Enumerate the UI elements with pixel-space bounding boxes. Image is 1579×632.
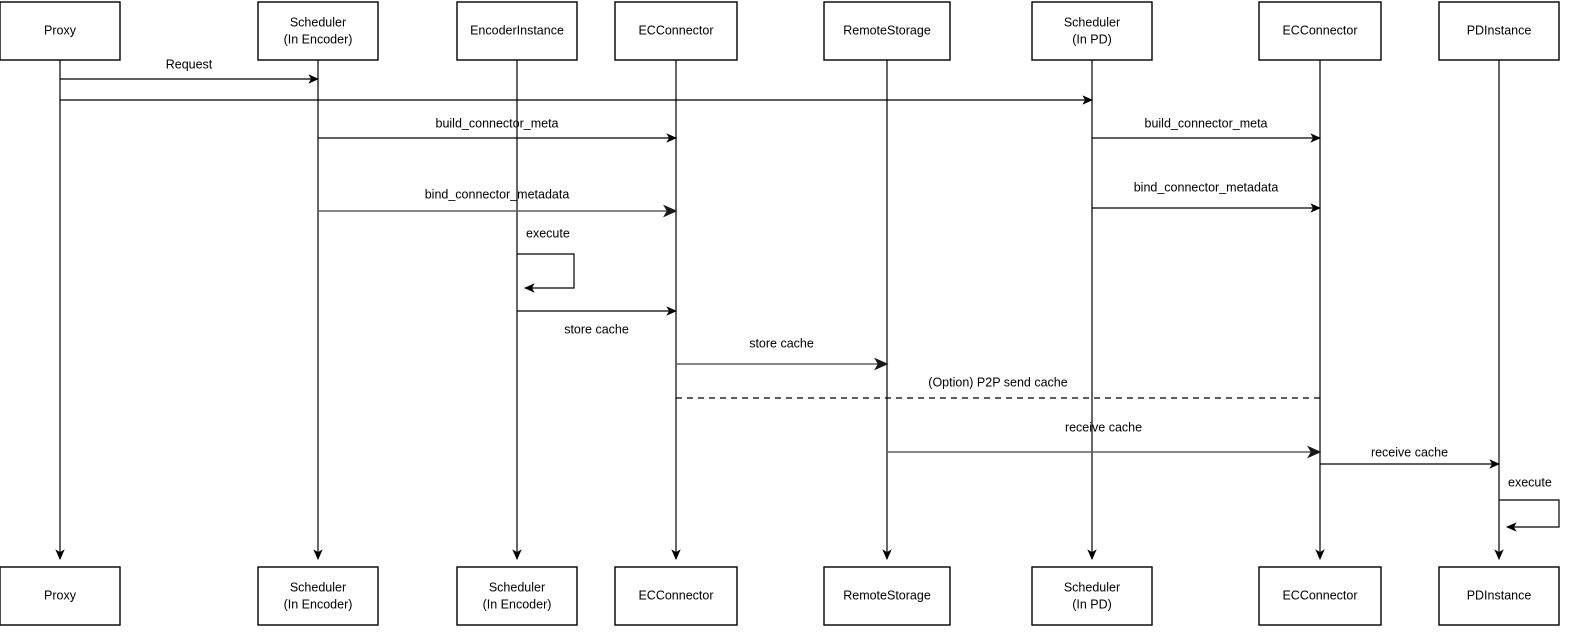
header-box-rect-pd_instance <box>1438 1 1560 61</box>
header-box-label-remote_storage: RemoteStorage <box>843 23 931 37</box>
footer-box-label-sched_encoder: Scheduler <box>290 580 346 594</box>
footer-box-rect-ec_connector_2 <box>1258 566 1382 626</box>
header-box-rect-proxy <box>0 1 121 61</box>
header-box-ec_connector_2[interactable]: ECConnector <box>1258 1 1382 61</box>
footer-box-label-sched_pd: Scheduler <box>1064 580 1120 594</box>
header-box-label-sched_encoder: Scheduler <box>290 15 346 29</box>
footer-box-label-pd_instance: PDInstance <box>1467 588 1532 602</box>
self-message-loop-s1 <box>517 253 575 293</box>
footer-box-pd_instance[interactable]: PDInstance <box>1438 566 1560 626</box>
footer-box-rect-remote_storage <box>823 566 951 626</box>
header-box-label-encoder_inst: EncoderInstance <box>470 23 564 37</box>
message-label-m3: build_connector_meta <box>436 116 559 130</box>
self-message-label-s1: execute <box>526 226 570 240</box>
messages-group: Request build_connector_meta build_connect… <box>60 57 1501 469</box>
footer-box-sublabel-sched_encoder: (In Encoder) <box>284 597 353 611</box>
header-box-sched_encoder[interactable]: Scheduler (In Encoder) <box>257 1 379 61</box>
self-message-loop-s2 <box>1499 499 1560 532</box>
footer-box-ec_connector_2[interactable]: ECConnector <box>1258 566 1382 626</box>
message-label-m9: (Option) P2P send cache <box>928 375 1067 389</box>
footer-box-label-encoder_inst: Scheduler <box>489 580 545 594</box>
header-box-label-ec_connector_1: ECConnector <box>638 23 713 37</box>
header-box-label-sched_pd: Scheduler <box>1064 15 1120 29</box>
self-message-label-s2: execute <box>1508 475 1552 489</box>
message-label-m6: bind_connector_metadata <box>1134 180 1279 194</box>
header-box-sublabel-sched_encoder: (In Encoder) <box>284 32 353 46</box>
footer-box-label-ec_connector_1: ECConnector <box>638 588 713 602</box>
header-box-proxy[interactable]: Proxy <box>0 1 121 61</box>
footer-box-encoder_inst[interactable]: Scheduler (In Encoder) <box>456 566 578 626</box>
footer-box-label-ec_connector_2: ECConnector <box>1282 588 1357 602</box>
header-box-rect-ec_connector_2 <box>1258 1 1382 61</box>
header-box-rect-remote_storage <box>823 1 951 61</box>
self-messages-group: execute execute <box>517 226 1560 532</box>
footer-box-rect-pd_instance <box>1438 566 1560 626</box>
footer-box-rect-proxy <box>0 566 121 626</box>
footer-box-proxy[interactable]: Proxy <box>0 566 121 626</box>
header-box-ec_connector_1[interactable]: ECConnector <box>614 1 738 61</box>
header-box-sched_pd[interactable]: Scheduler (In PD) <box>1031 1 1153 61</box>
header-box-rect-sched_encoder <box>257 1 379 61</box>
footer-box-ec_connector_1[interactable]: ECConnector <box>614 566 738 626</box>
footer-box-rect-sched_encoder <box>257 566 379 626</box>
message-label-m4: build_connector_meta <box>1145 116 1268 130</box>
message-label-m7: store cache <box>564 322 629 336</box>
footer-box-rect-ec_connector_1 <box>614 566 738 626</box>
header-box-pd_instance[interactable]: PDInstance <box>1438 1 1560 61</box>
footer-box-remote_storage[interactable]: RemoteStorage <box>823 566 951 626</box>
header-box-label-ec_connector_2: ECConnector <box>1282 23 1357 37</box>
header-box-sublabel-sched_pd: (In PD) <box>1072 32 1112 46</box>
message-label-m1: Request <box>166 57 213 71</box>
footer-box-sublabel-encoder_inst: (In Encoder) <box>483 597 552 611</box>
footer-box-label-proxy: Proxy <box>44 588 77 602</box>
message-label-m11: receive cache <box>1371 445 1448 459</box>
header-box-label-pd_instance: PDInstance <box>1467 23 1532 37</box>
footer-box-sched_pd[interactable]: Scheduler (In PD) <box>1031 566 1153 626</box>
footer-boxes-group: Proxy Scheduler (In Encoder) Scheduler (In E… <box>0 566 1560 626</box>
header-box-label-proxy: Proxy <box>44 23 77 37</box>
header-box-remote_storage[interactable]: RemoteStorage <box>823 1 951 61</box>
footer-box-label-remote_storage: RemoteStorage <box>843 588 931 602</box>
lifelines-group <box>55 60 1504 561</box>
footer-box-rect-encoder_inst <box>456 566 578 626</box>
header-box-rect-sched_pd <box>1031 1 1153 61</box>
message-label-m5: bind_connector_metadata <box>425 187 570 201</box>
message-label-m10: receive cache <box>1065 420 1142 434</box>
header-box-rect-encoder_inst <box>456 1 578 61</box>
message-label-m8: store cache <box>749 336 814 350</box>
footer-box-sched_encoder[interactable]: Scheduler (In Encoder) <box>257 566 379 626</box>
header-boxes-group: Proxy Scheduler (In Encoder) EncoderInstanc… <box>0 1 1560 61</box>
footer-box-rect-sched_pd <box>1031 566 1153 626</box>
header-box-encoder_inst[interactable]: EncoderInstance <box>456 1 578 61</box>
footer-box-sublabel-sched_pd: (In PD) <box>1072 597 1112 611</box>
header-box-rect-ec_connector_1 <box>614 1 738 61</box>
